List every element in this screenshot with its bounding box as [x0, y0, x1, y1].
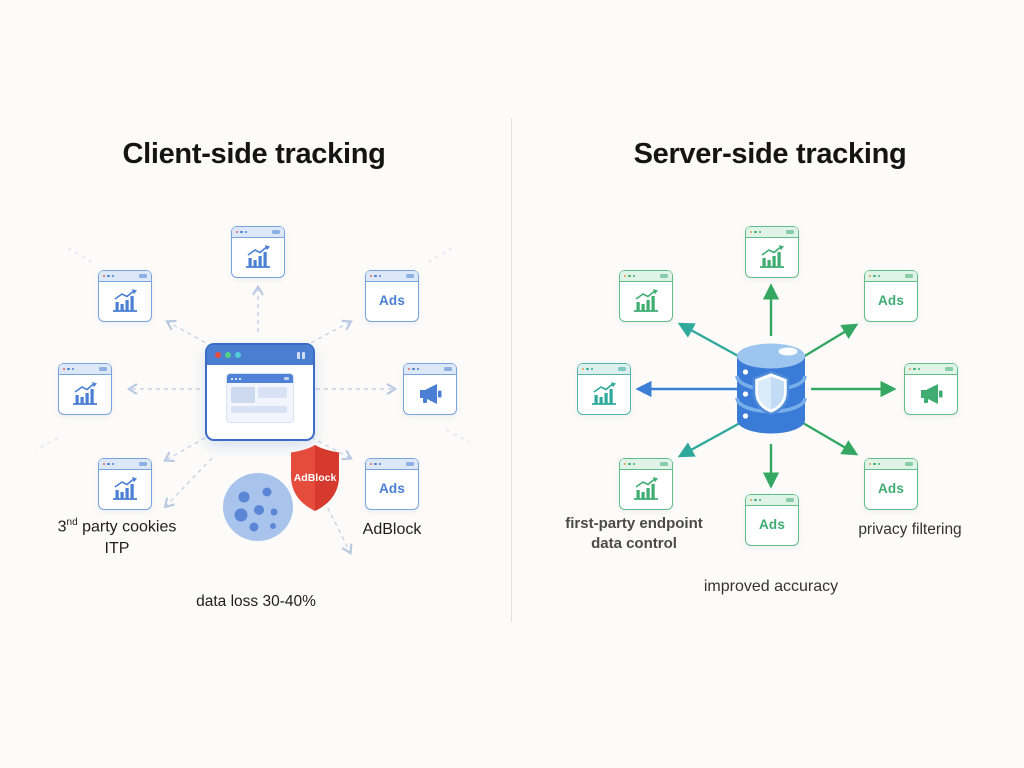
inner-page-window: [226, 373, 294, 423]
megaphone-icon: [916, 382, 946, 406]
ads-window-icon: Ads: [745, 494, 799, 546]
window-dot-green-icon: [225, 352, 231, 358]
ads-label: Ads: [378, 481, 406, 496]
endpoint-label: first-party endpoint data control: [565, 515, 703, 552]
ads-label: Ads: [758, 517, 786, 532]
bar-chart-icon: [631, 476, 661, 502]
data-loss-label: data loss 30-40%: [196, 593, 316, 610]
center-divider: [511, 118, 512, 622]
server-database-icon: [733, 340, 809, 436]
privacy-filtering-label: privacy filtering: [858, 521, 962, 538]
left-panel-title: Client-side tracking: [122, 138, 386, 170]
analytics-window-icon: [98, 270, 152, 322]
analytics-window-icon: [619, 270, 673, 322]
right-panel-title: Server-side tracking: [633, 138, 907, 170]
analytics-window-icon: [745, 226, 799, 278]
shield-text: AdBlock: [294, 472, 337, 484]
adblock-label: AdBlock: [362, 521, 422, 538]
browser-titlebar: [207, 345, 313, 365]
adblock-shield-icon: AdBlock: [288, 443, 342, 513]
ads-label: Ads: [877, 481, 905, 496]
bar-chart-icon: [110, 288, 140, 314]
ads-window-icon: Ads: [365, 458, 419, 510]
bar-chart-icon: [70, 381, 100, 407]
bar-chart-icon: [589, 381, 619, 407]
bar-chart-icon: [631, 288, 661, 314]
ads-window-icon: Ads: [864, 270, 918, 322]
analytics-window-icon: [577, 363, 631, 415]
ads-window-icon: Ads: [365, 270, 419, 322]
bar-chart-icon: [757, 244, 787, 270]
window-dot-teal-icon: [235, 352, 241, 358]
browser-content: [207, 365, 313, 435]
ads-window-icon: Ads: [864, 458, 918, 510]
megaphone-window-icon: [904, 363, 958, 415]
cookie-icon: [221, 470, 295, 544]
bar-chart-icon: [243, 244, 273, 270]
ads-label: Ads: [877, 293, 905, 308]
inner-page-content: [227, 383, 293, 417]
bar-chart-icon: [110, 476, 140, 502]
analytics-window-icon: [619, 458, 673, 510]
analytics-window-icon: [98, 458, 152, 510]
third-party-cookies-label: 3nd party cookies ITP: [57, 517, 177, 558]
client-browser-window: [205, 343, 315, 441]
megaphone-window-icon: [403, 363, 457, 415]
megaphone-icon: [415, 382, 445, 406]
window-dot-red-icon: [215, 352, 221, 358]
browser-menu-icon: [297, 351, 305, 359]
analytics-window-icon: [231, 226, 285, 278]
inner-titlebar: [227, 374, 293, 383]
analytics-window-icon: [58, 363, 112, 415]
improved-accuracy-label: improved accuracy: [703, 578, 839, 595]
ads-label: Ads: [378, 293, 406, 308]
